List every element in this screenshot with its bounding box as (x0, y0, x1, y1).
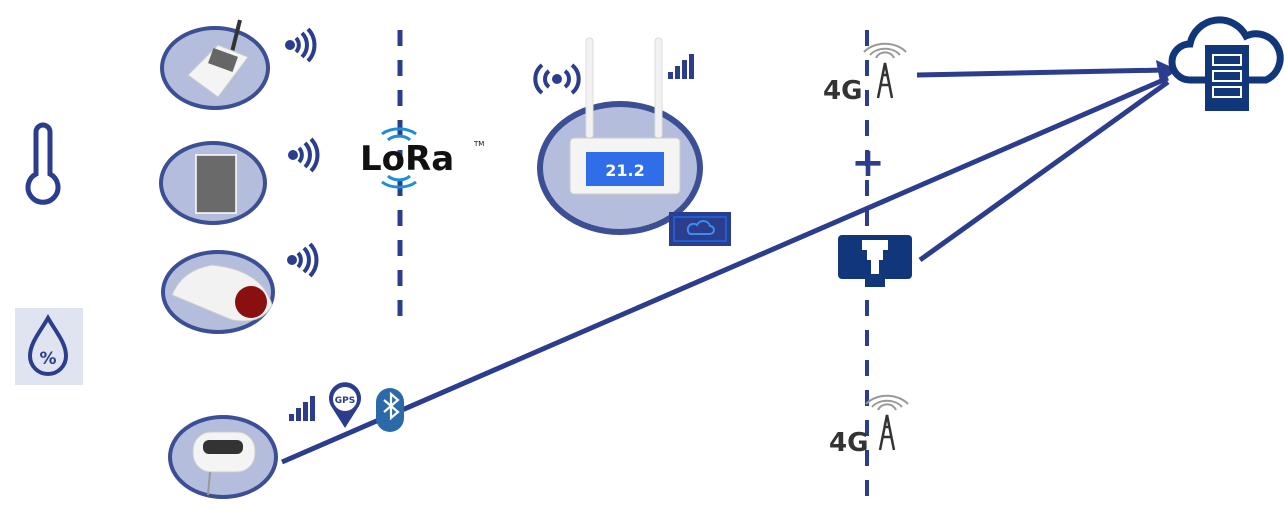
cloud-server-icon (1168, 16, 1284, 111)
svg-text:%: % (39, 349, 56, 369)
sensor-portable (168, 415, 278, 499)
ethernet-monitor-icon (838, 235, 912, 287)
line-4g-to-cloud (916, 67, 1166, 78)
4g-label-top: 4G (823, 76, 862, 106)
sensor-wall (159, 141, 267, 225)
wifi-icon (285, 27, 317, 63)
sensor-siren (161, 250, 275, 334)
line-portable-to-cloud (281, 75, 1169, 465)
cell-tower-icon: 4G (829, 394, 909, 458)
trademark: TM (473, 140, 484, 148)
wifi-icon (288, 137, 320, 173)
broadcast-icon (533, 63, 581, 95)
4g-label-bottom: 4G (829, 428, 868, 458)
connection-lines (281, 67, 1170, 465)
bluetooth-icon (376, 388, 404, 432)
thermometer-icon (25, 122, 61, 205)
wifi-icon (287, 242, 319, 278)
sensor-handheld-logger (160, 19, 270, 110)
cloud-icon (669, 212, 731, 246)
gps-pin-icon: GPS (329, 382, 361, 428)
gateway-display-value: 21.2 (605, 161, 644, 180)
plus-sign: + (851, 140, 885, 186)
lora-logo: LoRa TM (360, 127, 484, 189)
signal-bars-icon (289, 396, 315, 421)
signal-bars-icon (668, 54, 694, 79)
humidity-drop-icon: % (15, 308, 83, 385)
cell-tower-icon: 4G (823, 42, 907, 106)
gateway-device: 21.2 (537, 37, 703, 235)
gps-label: GPS (335, 396, 355, 406)
arrow-head (1156, 60, 1178, 82)
lora-text: LoRa (360, 139, 454, 179)
line-ethernet-to-cloud (918, 79, 1170, 263)
